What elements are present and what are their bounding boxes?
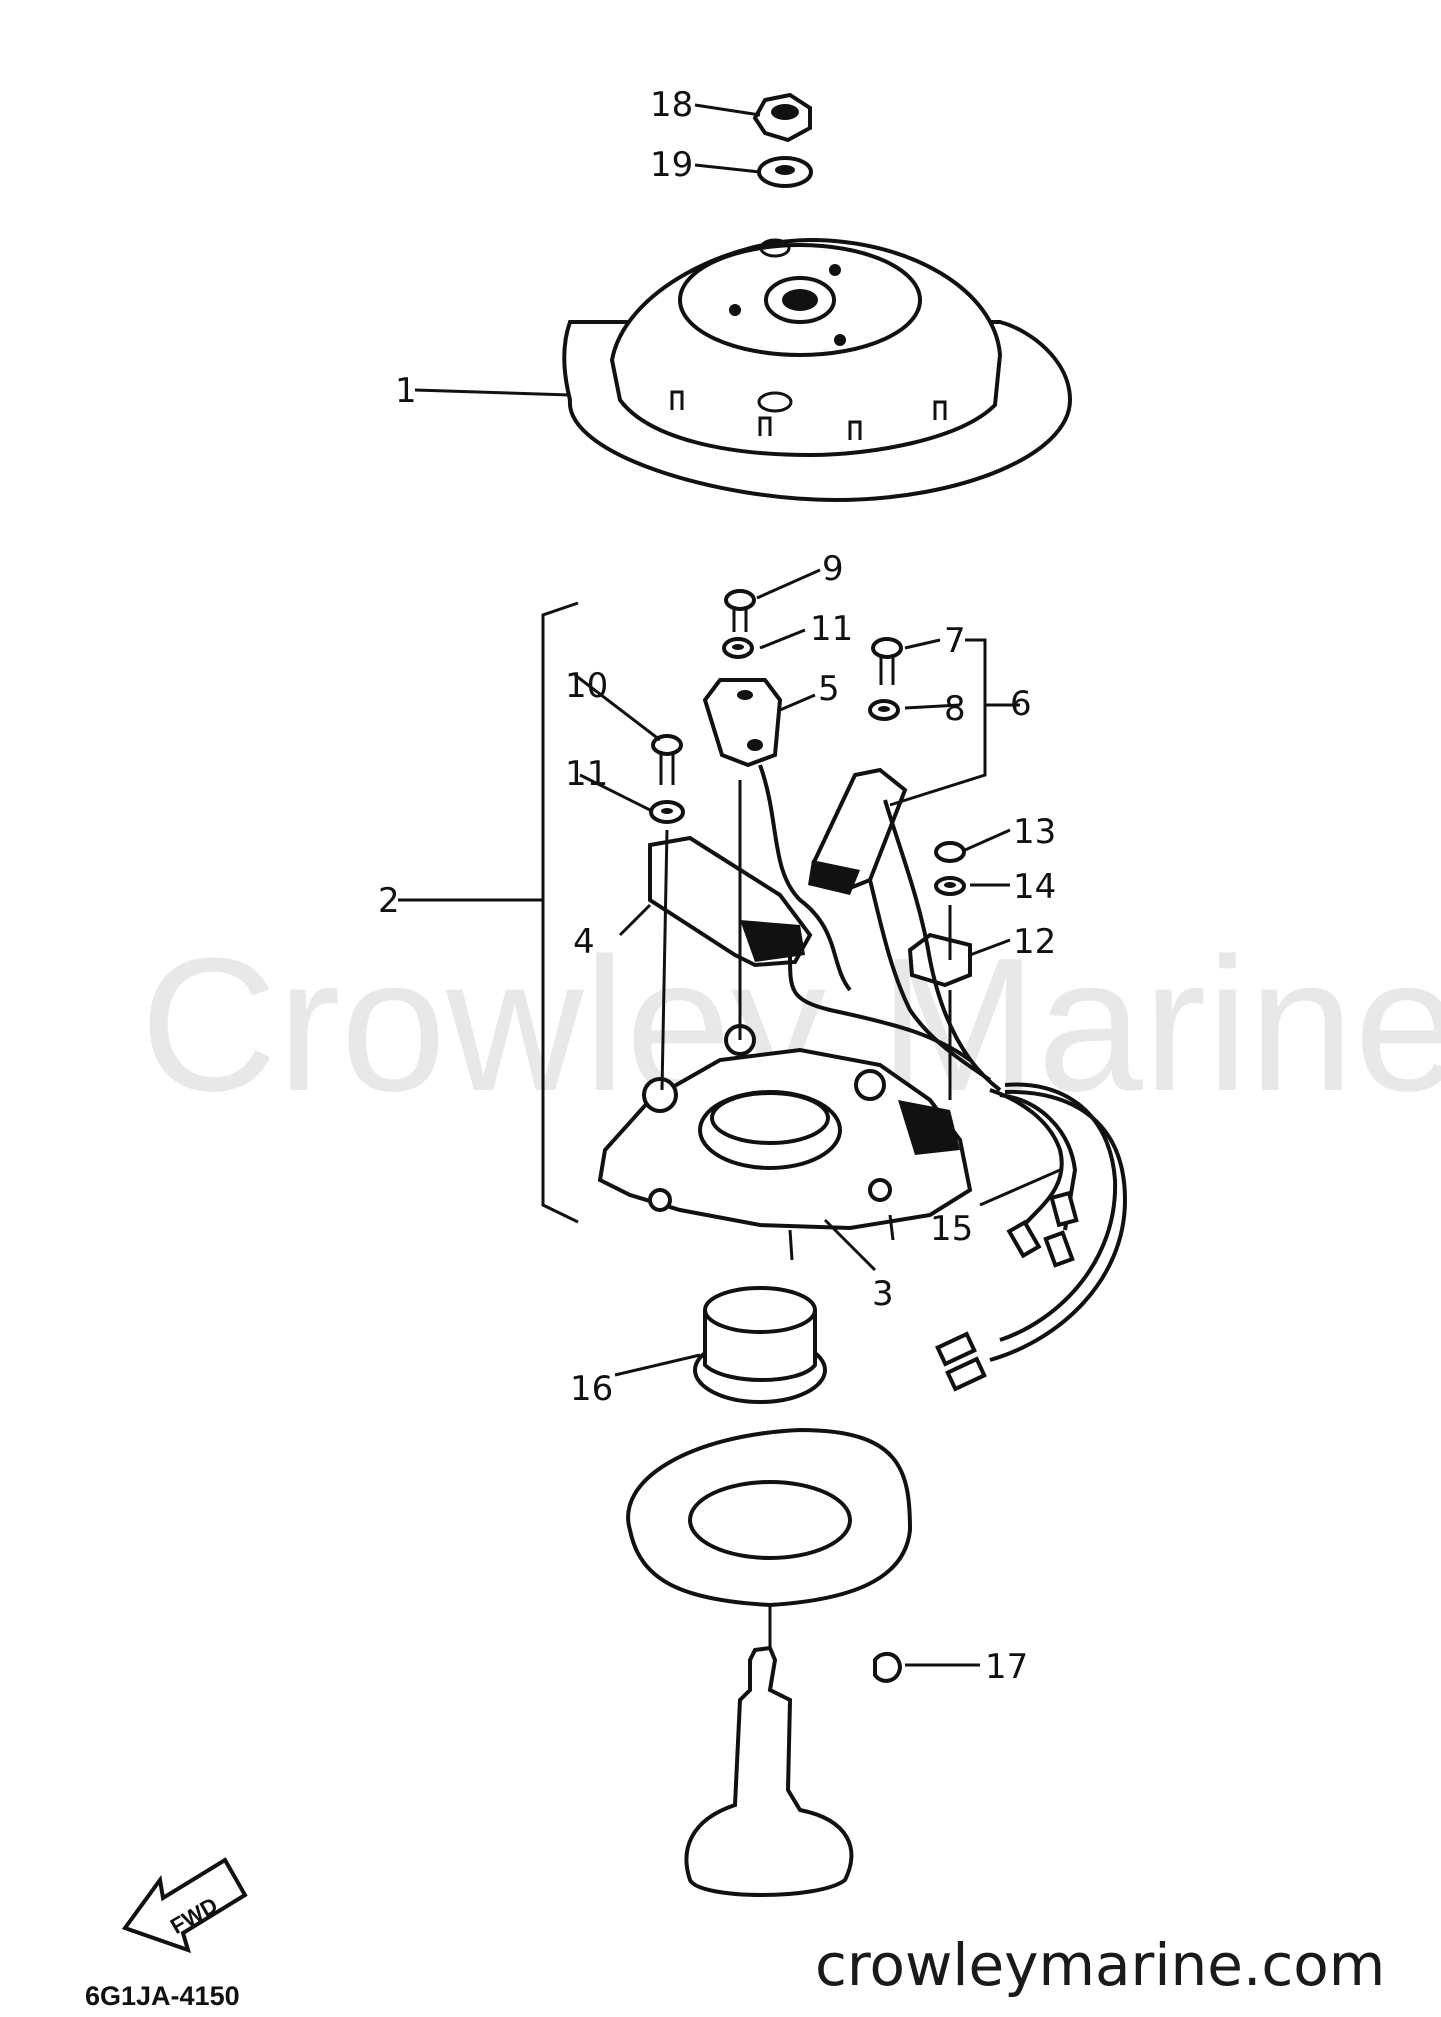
part-15-harness[interactable] (758, 764, 1128, 1392)
part-6-charge-coil[interactable] (808, 767, 908, 895)
callout-9: 9 (822, 549, 844, 589)
part-14-washer[interactable] (934, 876, 966, 896)
callout-7: 7 (944, 621, 966, 661)
part-16-sleeve[interactable] (693, 1286, 827, 1404)
part-8-washer[interactable] (868, 699, 900, 721)
part-11-washer-lower[interactable] (649, 800, 685, 824)
part-17-key[interactable] (873, 1651, 903, 1683)
callout-13: 13 (1013, 812, 1056, 852)
callout-3: 3 (872, 1274, 894, 1314)
group-2-bracket (541, 601, 579, 1224)
website-link[interactable]: crowleymarine.com (815, 1931, 1385, 1999)
fwd-arrow-icon: FWD (121, 1857, 248, 1954)
callout-17: 17 (985, 1647, 1028, 1687)
callout-15: 15 (930, 1209, 973, 1249)
part-11-washer-upper[interactable] (722, 637, 754, 659)
part-4-coil[interactable] (648, 835, 813, 968)
callout-11-lower: 11 (565, 754, 608, 794)
part-plate[interactable] (626, 1427, 913, 1608)
part-9-screw[interactable] (724, 589, 756, 632)
callout-16: 16 (570, 1369, 613, 1409)
part-12-clamp[interactable] (907, 932, 972, 988)
guide-lines (660, 780, 952, 1100)
part-18-nut[interactable] (752, 92, 812, 143)
callout-8: 8 (944, 689, 966, 729)
part-crankshaft[interactable] (684, 1645, 854, 1897)
callout-11-upper: 11 (810, 609, 853, 649)
callout-6: 6 (1010, 684, 1032, 724)
part-1-flywheel[interactable] (562, 237, 1073, 503)
callout-19: 19 (650, 145, 693, 185)
callout-12: 12 (1013, 922, 1056, 962)
callout-1: 1 (395, 371, 417, 411)
callout-14: 14 (1013, 867, 1056, 907)
diagram-ref: 6G1JA-4150 (85, 1981, 240, 2011)
callout-2: 2 (378, 881, 400, 921)
part-10-screw[interactable] (651, 734, 683, 785)
callout-18: 18 (650, 85, 693, 125)
part-19-washer[interactable] (757, 156, 813, 188)
part-3-stator-base[interactable] (597, 1024, 973, 1261)
callout-5: 5 (818, 669, 840, 709)
callout-4: 4 (573, 922, 595, 962)
part-13-screw[interactable] (934, 841, 966, 863)
part-5-pulser-coil[interactable] (702, 678, 783, 768)
leader-lines (398, 103, 1061, 1667)
callout-10: 10 (565, 666, 608, 706)
part-7-screw[interactable] (871, 637, 903, 685)
